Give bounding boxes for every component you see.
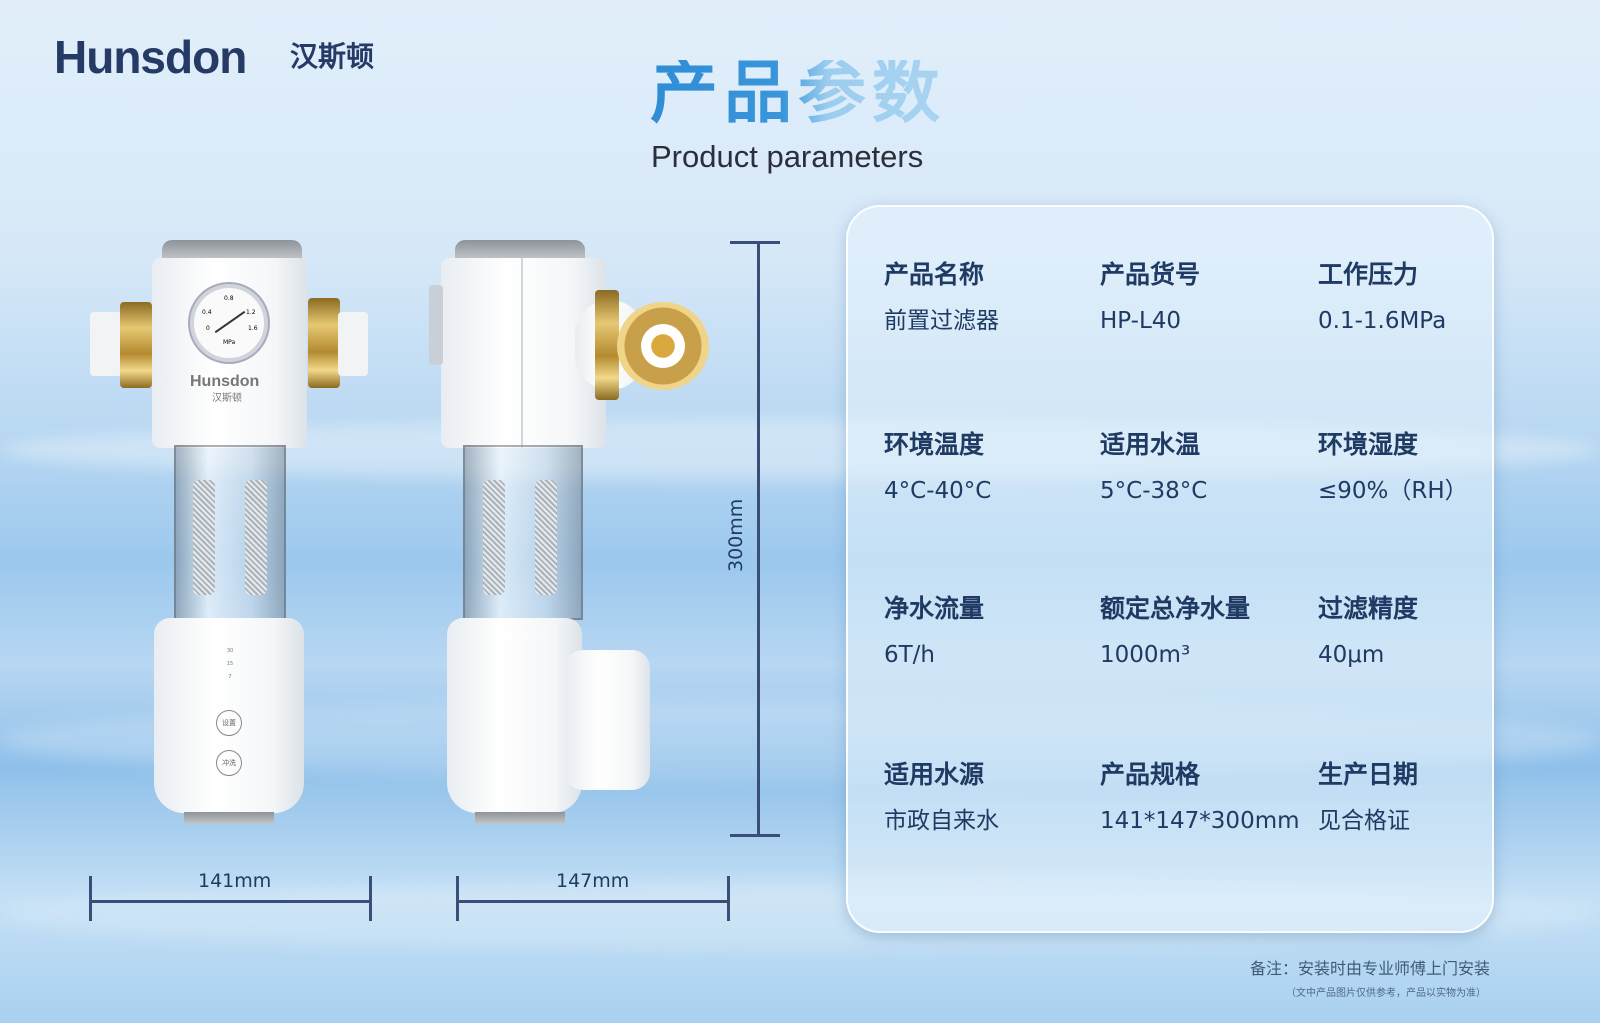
- footer-disclaimer: （文中产品图片仅供参考，产品以实物为准）: [1286, 988, 1486, 999]
- spec-item: 生产日期见合格证: [1318, 760, 1418, 836]
- spec-label: 环境温度: [884, 430, 985, 459]
- spec-label: 生产日期: [1318, 760, 1419, 789]
- spec-item: 过滤精度 40μm: [1318, 594, 1418, 670]
- spec-item: 产品名称前置过滤器: [884, 260, 999, 336]
- spec-value: 40μm: [1318, 642, 1385, 668]
- spec-value: HP-L40: [1100, 308, 1182, 334]
- spec-item: 额定总净水量 1000m³: [1100, 594, 1250, 670]
- spec-label: 适用水源: [884, 760, 985, 789]
- height-dimension-cap: [730, 834, 780, 837]
- spec-card: [846, 205, 1494, 933]
- gauge-tick: 1.2: [246, 309, 256, 316]
- product-side-view: [425, 240, 725, 840]
- gauge-tick: 0: [206, 325, 210, 332]
- spec-label: 净水流量: [884, 594, 985, 623]
- spec-item: 适用水温 5°C-38°C: [1100, 430, 1207, 506]
- spec-value: 1000m³: [1100, 642, 1191, 668]
- product-front-view: 0.4 0.8 1.2 0 1.6 MPa Hunsdon 汉斯顿 30 15 …: [90, 240, 380, 840]
- spec-value: ≤90%（RH）: [1318, 478, 1468, 504]
- spec-item: 净水流量 6T/h: [884, 594, 984, 670]
- spec-label: 工作压力: [1318, 260, 1419, 289]
- spec-item: 工作压力 0.1-1.6MPa: [1318, 260, 1446, 336]
- interval-mark: 15: [226, 661, 234, 667]
- spec-value: 市政自来水: [884, 808, 999, 834]
- spec-label: 适用水温: [1100, 430, 1201, 459]
- spec-item: 环境温度 4°C-40°C: [884, 430, 991, 506]
- interval-mark: 7: [228, 674, 232, 680]
- front-width-dimension: 141mm: [198, 870, 272, 892]
- spec-value: 141*147*300mm: [1100, 808, 1300, 834]
- button-label: 设置: [222, 719, 236, 727]
- product-logo-cn: 汉斯顿: [212, 393, 242, 404]
- page-subtitle: Product parameters: [651, 139, 924, 174]
- gauge-unit: MPa: [223, 339, 236, 346]
- flush-button: 冲洗: [216, 750, 242, 776]
- button-label: 冲洗: [222, 759, 236, 767]
- gauge-tick: 0.8: [224, 295, 234, 302]
- footer-note: 备注：安装时由专业师傅上门安装: [1249, 959, 1490, 978]
- gauge-tick: 1.6: [248, 325, 258, 332]
- spec-value: 前置过滤器: [884, 308, 999, 334]
- page-title: 产品参数: [650, 54, 947, 133]
- front-width-line: [90, 900, 372, 903]
- spec-label: 额定总净水量: [1100, 594, 1251, 623]
- side-width-line: [457, 900, 730, 903]
- spec-value: 见合格证: [1318, 808, 1410, 834]
- interval-mark: 30: [226, 648, 234, 654]
- spec-item: 产品货号 HP-L40: [1100, 260, 1200, 336]
- side-width-dimension: 147mm: [556, 870, 630, 892]
- height-dimension: 300mm: [725, 498, 747, 572]
- brand-logo-cn: 汉斯顿: [290, 40, 375, 73]
- product-logo: Hunsdon: [190, 373, 260, 390]
- spec-label: 产品规格: [1100, 760, 1201, 789]
- settings-button: 设置: [216, 710, 242, 736]
- spec-item: 环境湿度 ≤90%（RH）: [1318, 430, 1468, 506]
- spec-label: 产品名称: [884, 260, 985, 289]
- spec-label: 产品货号: [1100, 260, 1201, 289]
- spec-value: 0.1-1.6MPa: [1318, 308, 1447, 334]
- spec-value: 5°C-38°C: [1100, 478, 1208, 504]
- spec-label: 过滤精度: [1318, 594, 1419, 623]
- height-dimension-cap: [730, 241, 780, 244]
- spec-item: 适用水源市政自来水: [884, 760, 999, 836]
- spec-value: 4°C-40°C: [884, 478, 992, 504]
- pressure-gauge: 0.4 0.8 1.2 0 1.6 MPa: [190, 284, 268, 362]
- gauge-tick: 0.4: [202, 309, 212, 316]
- spec-label: 环境湿度: [1318, 430, 1419, 459]
- spec-value: 6T/h: [884, 642, 936, 668]
- height-dimension-line: [757, 242, 760, 836]
- spec-item: 产品规格 141*147*300mm: [1100, 760, 1300, 836]
- brand-logo: Hunsdon: [54, 31, 247, 83]
